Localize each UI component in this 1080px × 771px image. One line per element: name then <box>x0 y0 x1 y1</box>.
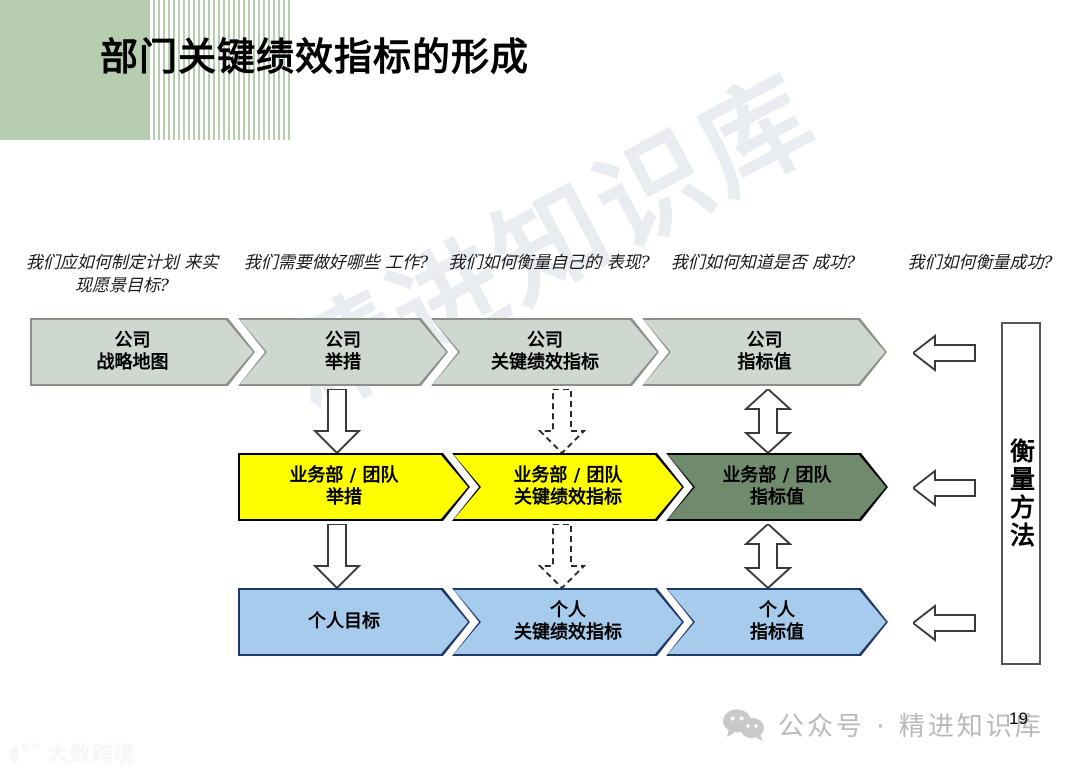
measure-arrow-bu <box>913 469 976 507</box>
chevron-label: 公司 指标值 <box>737 329 792 374</box>
footer-brand: 公众号 · 精进知识库 <box>722 706 1044 743</box>
chevron-fill <box>433 320 657 384</box>
chevron-label: 个人 指标值 <box>750 599 804 644</box>
chevron-individual-goal[interactable]: 个人目标 <box>238 588 470 656</box>
chevron-label: 业务部 / 团队 关键绩效指标 <box>513 464 623 509</box>
chevron-bu-target-value[interactable]: 业务部 / 团队 指标值 <box>666 453 888 521</box>
chevron-label: 业务部 / 团队 指标值 <box>722 464 832 509</box>
chevron-individual-kpi[interactable]: 个人 关键绩效指标 <box>452 588 684 656</box>
chevron-company-strategy-map[interactable]: 公司 战略地图 <box>30 318 255 386</box>
question-label-2: 我们需要做好哪些 工作? <box>243 253 429 273</box>
chevron-fill <box>454 590 682 654</box>
wechat-icon <box>723 709 764 741</box>
chevron-bu-kpi[interactable]: 业务部 / 团队 关键绩效指标 <box>452 453 684 521</box>
chevron-fill <box>240 590 468 654</box>
chevron-company-initiatives[interactable]: 公司 举措 <box>238 318 448 386</box>
chevron-label: 公司 关键绩效指标 <box>491 329 599 374</box>
title-banner-solid-block <box>0 0 148 140</box>
chevron-individual-target-value[interactable]: 个人 指标值 <box>666 588 888 656</box>
connector-company-value-to-bu-value <box>744 389 792 455</box>
chevron-company-kpi[interactable]: 公司 关键绩效指标 <box>431 318 659 386</box>
chevron-label: 公司 举措 <box>325 329 361 374</box>
chevron-bu-initiatives[interactable]: 业务部 / 团队 举措 <box>238 453 470 521</box>
chevron-fill <box>454 455 682 519</box>
chevron-label: 个人 关键绩效指标 <box>514 599 622 644</box>
measure-arrow-individual <box>913 604 976 642</box>
question-label-4: 我们如何知道是否 成功? <box>670 253 856 273</box>
measurement-method-box[interactable]: 衡量方法 <box>1001 322 1041 665</box>
measure-arrow-company <box>913 334 976 372</box>
measurement-method-label: 衡量方法 <box>1006 437 1036 550</box>
watermark-logo-icon: ◖°° <box>8 740 42 766</box>
chevron-fill <box>668 590 886 654</box>
chevron-label: 个人目标 <box>308 610 380 632</box>
chevron-fill <box>240 455 468 519</box>
connector-company-to-bu-initiatives <box>313 389 361 455</box>
chevron-label: 公司 战略地图 <box>96 329 169 374</box>
bottom-left-watermark: ◖°° 大数跨境 <box>8 738 136 768</box>
watermark-text: 大数跨境 <box>47 742 136 766</box>
chevron-company-target-value[interactable]: 公司 指标值 <box>642 318 887 386</box>
connector-bu-value-to-individual-value <box>744 524 792 590</box>
connector-bu-initiatives-to-individual-goal <box>313 524 361 590</box>
chevron-fill <box>32 320 253 384</box>
title-banner-striped-block <box>148 0 292 140</box>
connector-bu-kpi-to-individual-kpi <box>538 524 586 590</box>
chevron-fill <box>240 320 446 384</box>
page-number: 19 <box>1009 709 1028 728</box>
connector-company-kpi-to-bu-kpi <box>538 389 586 455</box>
footer-brand-text: 公众号 · 精进知识库 <box>778 712 1044 742</box>
chevron-label: 业务部 / 团队 举措 <box>289 464 399 509</box>
page-title: 部门关键绩效指标的形成 <box>100 34 530 79</box>
chevron-fill <box>668 455 886 519</box>
chevron-fill <box>644 320 885 384</box>
question-label-1: 我们应如何制定计划 来实现愿景目标? <box>25 253 219 296</box>
question-label-5: 我们如何衡量成功? <box>907 253 1053 273</box>
question-label-3: 我们如何衡量自己的 表现? <box>448 253 650 273</box>
